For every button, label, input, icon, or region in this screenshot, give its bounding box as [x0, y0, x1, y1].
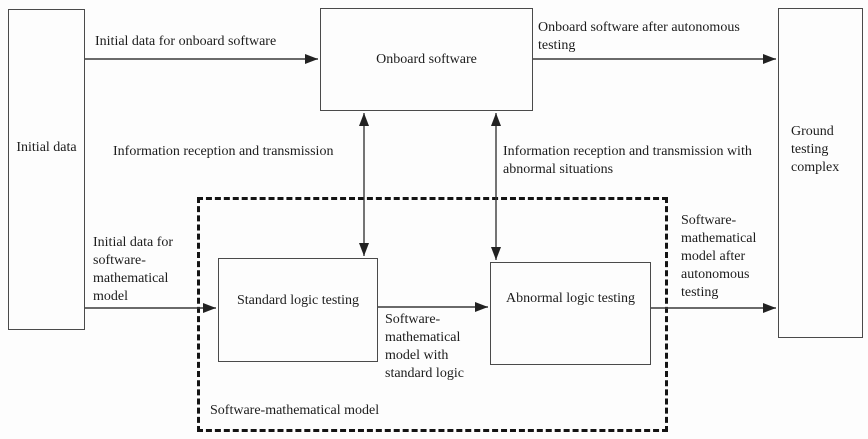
label-information-reception-and-transmission: Information reception and transmission — [113, 144, 334, 159]
box-standard-logic-testing: Standard logic testing — [218, 258, 378, 362]
box-onboard-software: Onboard software — [320, 8, 533, 111]
label-onboard-software-after-autonomous-testing: Onboard software after autonomous testin… — [538, 20, 740, 53]
box-initial-data-label: Initial data — [16, 140, 77, 155]
box-abnormal-logic-testing: Abnormal logic testing — [490, 262, 651, 365]
label-software-mathematical-model-after-autonomous-testing: Software-mathematical model after autono… — [681, 213, 757, 300]
label-initial-data-for-onboard-software: Initial data for onboard software — [95, 34, 277, 49]
box-initial-data: Initial data — [8, 9, 85, 330]
box-ground-testing-complex: Ground testing complex — [778, 8, 863, 338]
box-standard-logic-testing-label: Standard logic testing — [236, 293, 360, 308]
software-mathematical-model-container — [197, 197, 668, 432]
software-mathematical-model-container-label: Software-mathematical model — [210, 403, 380, 418]
box-ground-testing-complex-label: Ground testing complex — [791, 124, 840, 175]
box-abnormal-logic-testing-label: Abnormal logic testing — [505, 290, 636, 306]
label-initial-data-for-software-mathematical-model: Initial data for software-mathematical m… — [93, 235, 174, 304]
box-onboard-software-label: Onboard software — [376, 51, 477, 67]
label-information-reception-with-abnormal-situations: Information reception and transmission w… — [503, 144, 752, 177]
label-software-mathematical-model-with-standard-logic: Software-mathematical model with standar… — [385, 312, 464, 381]
